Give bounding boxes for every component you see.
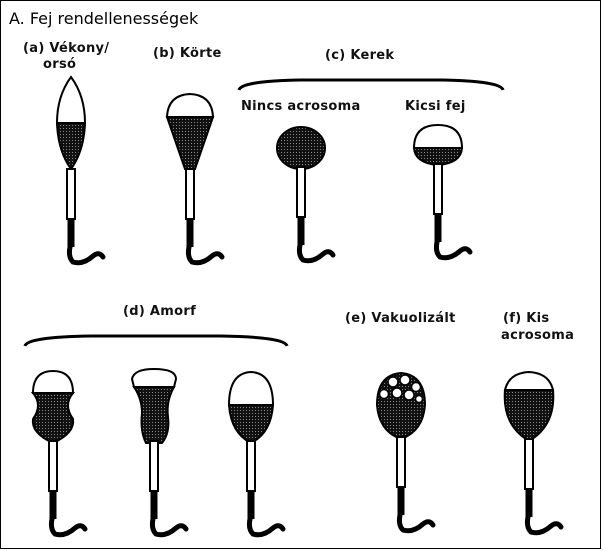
- sperm-c-small-head: [414, 125, 470, 258]
- sperm-f-small-acrosome: [505, 372, 561, 533]
- sperm-b-pear: [167, 94, 222, 263]
- sperm-d-amorphous-2: [132, 369, 186, 535]
- sperm-c-no-acrosome: [277, 127, 333, 261]
- bracket-c: [239, 80, 503, 90]
- sperm-d-amorphous-1: [33, 371, 85, 535]
- bracket-d: [25, 336, 287, 346]
- sperm-e-vacuolated: [377, 373, 433, 531]
- sperm-d-amorphous-3: [229, 372, 283, 535]
- sperm-a-thin: [57, 77, 103, 263]
